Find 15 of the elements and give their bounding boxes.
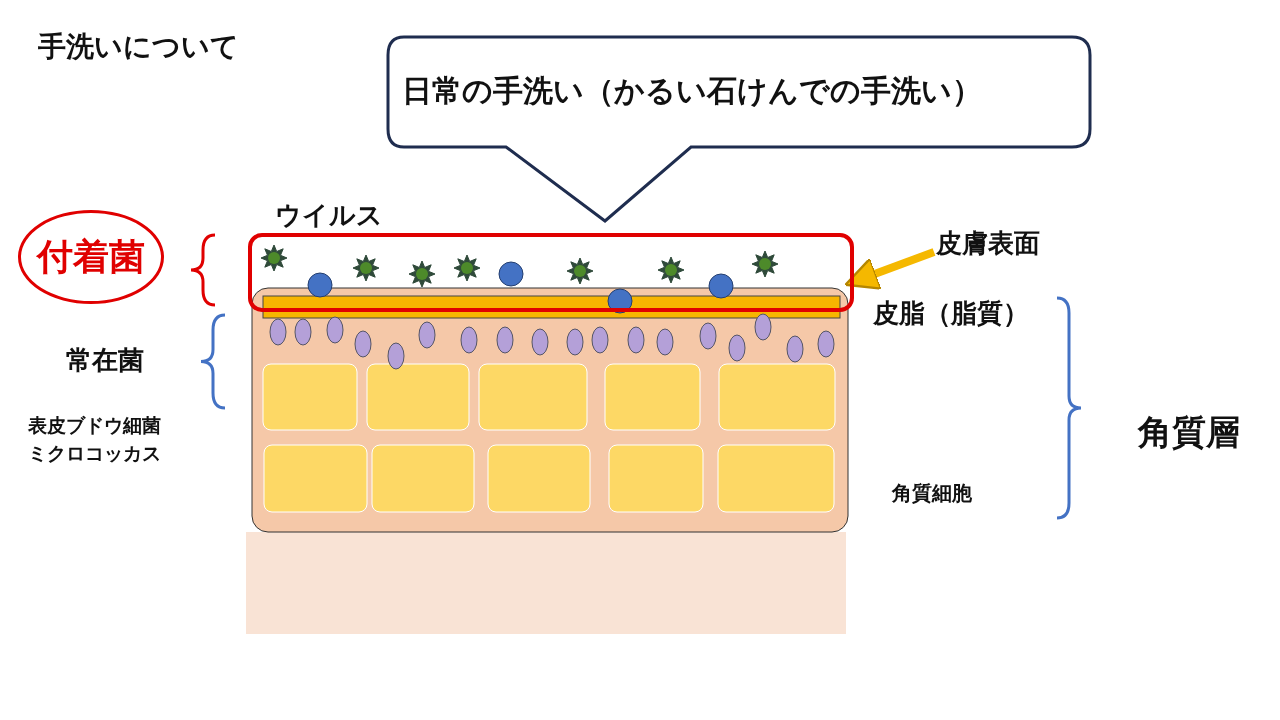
cell-label: 角質細胞 xyxy=(892,480,972,507)
highlight-frame xyxy=(248,233,854,312)
sebum-label: 皮脂（脂質） xyxy=(873,297,1029,330)
ellipse-text: 付着菌 xyxy=(37,234,145,279)
virus-label: ウイルス xyxy=(275,199,383,232)
title: 手洗いについて xyxy=(38,29,239,65)
bubble-text: 日常の手洗い（かるい石けんでの手洗い） xyxy=(402,72,982,110)
arrow xyxy=(844,248,936,290)
surface-label: 皮膚表面 xyxy=(936,226,1040,261)
species-label: 表皮ブドウ細菌 xyxy=(28,413,161,438)
speech-bubble xyxy=(386,35,1092,223)
species-label: ミクロコッカス xyxy=(28,441,161,466)
ellipse-label xyxy=(18,210,164,304)
bacteria-label: 常在菌 xyxy=(66,344,144,377)
layer-label: 角質層 xyxy=(1138,411,1240,454)
